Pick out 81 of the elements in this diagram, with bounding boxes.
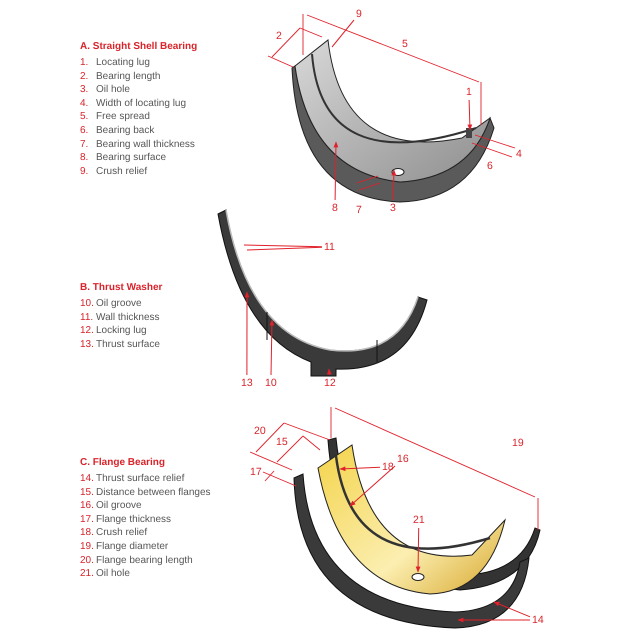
list-number: 7.	[80, 138, 88, 151]
section-heading: C. Flange Bearing	[80, 457, 166, 469]
list-number: 4.	[80, 98, 88, 110]
bearing-shell-drawing	[292, 40, 494, 202]
list-number: 17.	[80, 514, 94, 526]
list-number: 21.	[80, 568, 94, 580]
list-number: 9.	[80, 166, 88, 178]
leader-line	[391, 169, 396, 200]
list-number: 8.	[80, 152, 88, 164]
part-name: Flange thickness	[96, 514, 172, 526]
leader-line	[244, 244, 322, 248]
section-heading: A. Straight Shell Bearing	[80, 41, 198, 53]
dimension-number: 20	[254, 425, 266, 437]
list-number: 12.	[80, 325, 94, 338]
callout-number: 3	[390, 202, 396, 214]
part-name: Oil hole	[96, 84, 130, 96]
callout-number: 13	[241, 377, 253, 389]
part-name: Locating lug	[96, 57, 150, 69]
callout-number: 8	[332, 202, 338, 214]
callout-number: 16	[397, 453, 409, 465]
part-name: Distance between flanges	[96, 486, 211, 499]
list-number: 20.	[80, 554, 94, 567]
section-heading: B. Thrust Washer	[80, 282, 162, 294]
part-name: Crush relief	[96, 527, 148, 540]
leader-line	[246, 246, 322, 250]
part-name: Crush relief	[96, 166, 148, 178]
leader-line	[493, 602, 530, 618]
callout-number: 11	[324, 241, 335, 253]
dimension-number: 7	[356, 204, 362, 216]
dimension-number: 17	[250, 466, 262, 478]
list-number: 15.	[80, 486, 94, 499]
list-number: 6.	[80, 125, 88, 137]
leader-line	[244, 291, 250, 376]
list-number: 11.	[80, 312, 94, 324]
leader-line	[339, 466, 380, 472]
part-name: Locking lug	[96, 325, 147, 338]
dimension-number: 5	[402, 38, 408, 50]
part-name: Bearing wall thickness	[96, 138, 195, 151]
part-name: Flange diameter	[96, 541, 168, 553]
callout-number: 10	[265, 377, 277, 389]
list-number: 1.	[80, 57, 88, 69]
list-number: 3.	[80, 84, 88, 96]
list-number: 14.	[80, 473, 94, 485]
leader-line	[270, 319, 274, 376]
leader-line	[332, 20, 354, 48]
callout-number: 21	[413, 514, 425, 526]
part-name: Oil hole	[96, 568, 130, 580]
dimension-number: 2	[276, 30, 282, 42]
leader-line	[467, 100, 472, 131]
list-number: 10.	[80, 298, 94, 310]
list-number: 13.	[80, 338, 94, 351]
leader-line	[334, 141, 338, 200]
list-number: 5.	[80, 111, 88, 124]
callout-number: 9	[356, 8, 362, 20]
list-number: 18.	[80, 527, 94, 540]
list-number: 19.	[80, 541, 94, 553]
part-name: Thrust surface relief	[96, 473, 184, 485]
part-name: Bearing length	[96, 70, 160, 83]
part-name: Wall thickness	[96, 312, 160, 324]
leader-line	[326, 368, 332, 376]
dimension-number: 6	[487, 160, 493, 172]
part-name: Width of locating lug	[96, 98, 186, 110]
leader-line	[457, 618, 530, 622]
dimension-number: 4	[516, 148, 522, 160]
part-name: Oil groove	[96, 500, 142, 512]
leader-line	[416, 528, 420, 573]
dimension-number: 19	[512, 437, 524, 449]
part-name: Flange bearing length	[96, 554, 193, 567]
list-number: 2.	[80, 70, 88, 83]
dimension-number: 15	[276, 436, 288, 448]
part-name: Bearing surface	[96, 152, 166, 164]
part-name: Bearing back	[96, 125, 154, 137]
part-name: Oil groove	[96, 298, 142, 310]
part-name: Thrust surface	[96, 338, 160, 351]
callout-number: 12	[324, 377, 336, 389]
leader-line	[350, 466, 396, 506]
callout-number: 1	[466, 86, 472, 98]
callout-number: 14	[532, 614, 544, 626]
part-name: Free spread	[96, 111, 150, 124]
list-number: 16.	[80, 500, 94, 512]
callout-number: 18	[382, 461, 394, 473]
